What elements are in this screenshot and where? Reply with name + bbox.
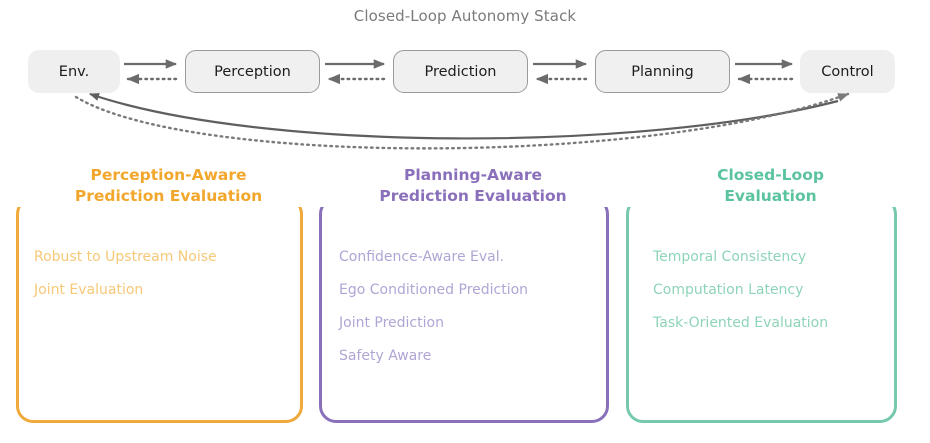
panel-perception-aware-title: Perception-Aware Prediction Evaluation [16,165,321,207]
stage-box-prediction[interactable]: Prediction [393,50,528,93]
stage-box-perception[interactable]: Perception [185,50,320,93]
panel-planning-aware-title-line2: Prediction Evaluation [379,187,567,205]
list-item[interactable]: Robust to Upstream Noise [34,249,217,265]
list-item[interactable]: Ego Conditioned Prediction [339,282,529,298]
dotted-feedback-arc [74,92,850,150]
panel-closed-loop-title-line1: Closed-Loop [717,166,824,184]
stage-box-env-label: Env. [58,63,90,80]
panel-closed-loop-title-line2: Evaluation [724,187,817,205]
list-item[interactable]: Confidence-Aware Eval. [339,249,505,265]
stage-box-env[interactable]: Env. [28,50,120,93]
page-title: Closed-Loop Autonomy Stack [353,7,577,25]
panel-perception-aware-items: Robust to Upstream Noise Joint Evaluatio… [34,248,289,314]
panel-closed-loop-title: Closed-Loop Evaluation [626,165,915,207]
stage-box-control[interactable]: Control [800,50,895,93]
panel-closed-loop-items: Temporal Consistency Computation Latency… [653,248,893,347]
list-item[interactable]: Joint Prediction [339,315,444,331]
list-item[interactable]: Task-Oriented Evaluation [653,315,829,331]
panel-planning-aware-items: Confidence-Aware Eval. Ego Conditioned P… [339,248,597,380]
list-item[interactable]: Joint Evaluation [34,282,144,298]
panel-planning-aware-title-line1: Planning-Aware [403,166,542,184]
panel-perception-aware-title-line1: Perception-Aware [90,166,247,184]
panel-perception-aware-title-line2: Prediction Evaluation [74,187,263,205]
list-item[interactable]: Safety Aware [339,348,432,364]
list-item[interactable]: Computation Latency [653,282,804,298]
stage-box-prediction-label: Prediction [424,63,497,80]
stage-box-control-label: Control [821,63,874,80]
list-item[interactable]: Temporal Consistency [653,249,807,265]
stage-box-planning-label: Planning [631,63,694,80]
stage-box-planning[interactable]: Planning [595,50,730,93]
panel-planning-aware-title: Planning-Aware Prediction Evaluation [319,165,627,207]
solid-feedback-arc [89,92,839,140]
stage-box-perception-label: Perception [214,63,291,80]
